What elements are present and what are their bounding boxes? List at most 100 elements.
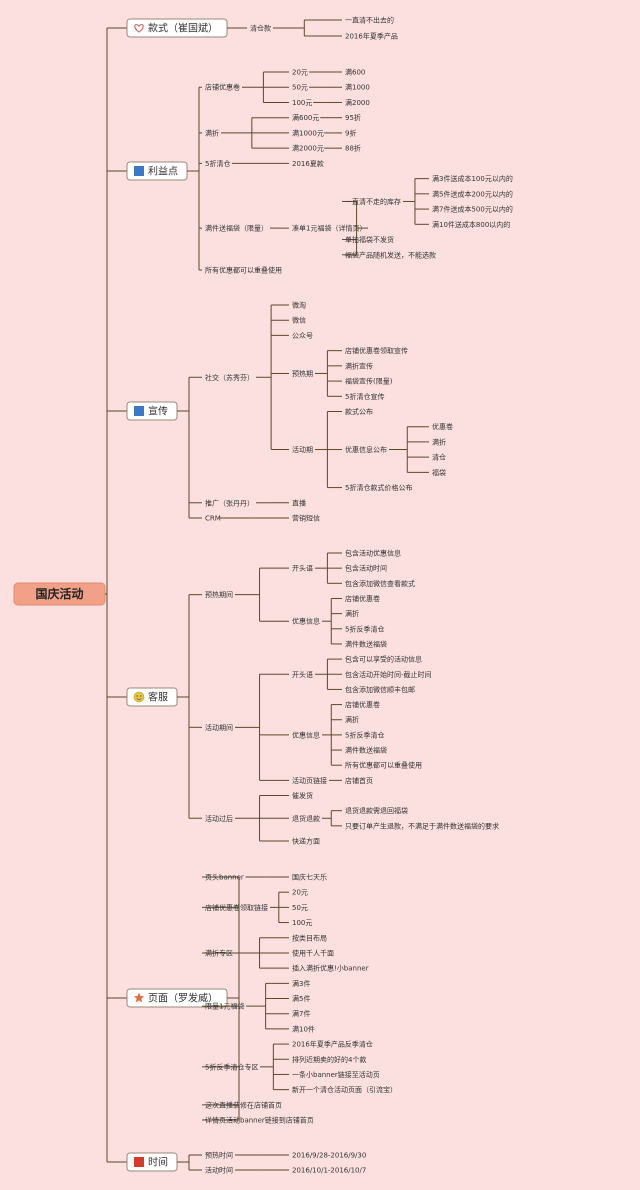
- topic-label[interactable]: 包含添加微信顺丰包邮: [345, 685, 415, 694]
- topic-label[interactable]: 满3件: [292, 979, 310, 988]
- topic-label[interactable]: 催发货: [292, 791, 313, 800]
- topic-label[interactable]: 5折清仓款式价格公布: [345, 483, 412, 492]
- topic-label[interactable]: 5折清仓: [205, 159, 230, 168]
- topic-label[interactable]: 社交（苏秀芬）: [205, 373, 254, 382]
- topic-label[interactable]: 满600: [345, 68, 365, 77]
- topic-label[interactable]: 满折: [432, 437, 446, 446]
- topic-label[interactable]: 开头语: [292, 670, 313, 679]
- topic-label[interactable]: 满3件送成本100元以内的: [432, 174, 513, 183]
- topic-label[interactable]: 满件数送福袋: [345, 746, 387, 755]
- topic-label[interactable]: 2016年夏季产品: [345, 32, 398, 41]
- topic-label[interactable]: 按类目布局: [292, 933, 327, 942]
- category-node[interactable]: 宣传: [126, 401, 178, 421]
- topic-label[interactable]: 微淘: [292, 301, 306, 310]
- topic-label[interactable]: 微信: [292, 316, 306, 325]
- topic-label[interactable]: 满折专区: [205, 948, 233, 957]
- topic-label[interactable]: 详情页活动banner链接到店铺首页: [205, 1116, 314, 1125]
- category-node[interactable]: 客服: [126, 687, 178, 707]
- topic-label[interactable]: 88折: [345, 144, 361, 153]
- topic-label[interactable]: 5折反季清仓: [345, 624, 384, 633]
- topic-label[interactable]: 满1000: [345, 83, 370, 92]
- topic-label[interactable]: 一条小banner链接至活动页: [292, 1070, 380, 1079]
- topic-label[interactable]: 满折宣传: [345, 361, 373, 370]
- topic-label[interactable]: 20元: [292, 889, 308, 897]
- root-topic[interactable]: 国庆活动: [13, 582, 106, 606]
- topic-label[interactable]: 满7件: [292, 1009, 310, 1018]
- topic-label[interactable]: 包含添加微信查看款式: [345, 579, 415, 588]
- topic-label[interactable]: 满7件送成本500元以内的: [432, 205, 513, 214]
- topic-label[interactable]: 预热时间: [205, 1151, 233, 1160]
- topic-label[interactable]: 新开一个清仓活动页面（引流宝）: [292, 1085, 397, 1094]
- topic-label[interactable]: 只要订单产生退款，不满足于满件数送福袋的要求: [345, 821, 499, 830]
- topic-label[interactable]: 满2000: [345, 98, 370, 107]
- topic-label[interactable]: 插入满折优惠!小banner: [292, 964, 369, 973]
- topic-label[interactable]: 开头语: [292, 564, 313, 573]
- topic-label[interactable]: 活动时间: [205, 1166, 233, 1175]
- topic-label[interactable]: 店铺优惠卷: [345, 700, 380, 709]
- topic-label[interactable]: 一直清不出去的: [345, 16, 394, 25]
- topic-label[interactable]: 福袋: [432, 468, 446, 477]
- topic-label[interactable]: 所有优惠都可以重叠使用: [345, 761, 422, 770]
- topic-label[interactable]: 100元: [292, 919, 312, 927]
- topic-label[interactable]: 活动过后: [205, 814, 233, 823]
- topic-label[interactable]: 店铺首页: [345, 776, 373, 785]
- topic-label[interactable]: 退货退款需退回福袋: [345, 806, 408, 815]
- topic-label[interactable]: 满1000元: [292, 128, 324, 137]
- topic-label[interactable]: 5折清仓宣传: [345, 392, 384, 401]
- topic-label[interactable]: 单拍福袋不发货: [345, 235, 394, 244]
- topic-label[interactable]: 满件送福袋（限量）: [205, 224, 268, 233]
- topic-label[interactable]: 这次直播装修在店铺首页: [205, 1100, 282, 1109]
- topic-label[interactable]: 满5件: [292, 994, 310, 1003]
- category-node[interactable]: 利益点: [126, 161, 188, 181]
- topic-label[interactable]: 福袋宣传(限量): [345, 377, 393, 386]
- topic-label[interactable]: 95折: [345, 113, 361, 122]
- topic-label[interactable]: 100元: [292, 99, 312, 107]
- topic-label[interactable]: 营销短信: [292, 514, 320, 523]
- topic-label[interactable]: 5折反季清仓专区: [205, 1062, 258, 1071]
- category-node[interactable]: 款式（崔国斌）: [126, 18, 228, 38]
- category-node[interactable]: 页面（罗发威）: [126, 988, 228, 1008]
- topic-label[interactable]: 使用千人千面: [292, 948, 334, 957]
- topic-label[interactable]: 退货退款: [292, 814, 320, 823]
- topic-label[interactable]: 店铺优惠卷: [345, 594, 380, 603]
- topic-label[interactable]: 包含活动优惠信息: [345, 549, 401, 558]
- topic-label[interactable]: 优惠信息公布: [345, 445, 387, 454]
- topic-label[interactable]: 一直清不走的库存: [345, 197, 401, 206]
- topic-label[interactable]: 2016夏款: [292, 159, 324, 168]
- topic-label[interactable]: 满件数送福袋: [345, 639, 387, 648]
- topic-label[interactable]: 满600元: [292, 113, 319, 122]
- topic-label[interactable]: 2016年夏季产品反季清仓: [292, 1040, 373, 1049]
- topic-label[interactable]: 国庆七天乐: [292, 873, 327, 882]
- topic-label[interactable]: 包含活动时间: [345, 564, 387, 573]
- topic-label[interactable]: 满10件: [292, 1024, 315, 1033]
- topic-label[interactable]: 活动页链接: [292, 776, 327, 785]
- topic-label[interactable]: 包含活动开始时间-截止时间: [345, 670, 432, 679]
- topic-label[interactable]: 推广（张丹丹）: [205, 498, 254, 507]
- topic-label[interactable]: 页头banner: [205, 873, 244, 882]
- topic-label[interactable]: 所有优惠都可以重叠使用: [205, 266, 282, 275]
- topic-label[interactable]: 50元: [292, 84, 308, 92]
- topic-label[interactable]: 排列近期卖的好的4个款: [292, 1055, 366, 1064]
- topic-label[interactable]: 活动期间: [205, 723, 233, 732]
- topic-label[interactable]: 包含可以享受的活动信息: [345, 655, 422, 664]
- topic-label[interactable]: 清仓: [432, 453, 446, 462]
- topic-label[interactable]: 满折: [205, 128, 219, 137]
- topic-label[interactable]: 款式公布: [345, 407, 373, 416]
- topic-label[interactable]: 快递方面: [292, 837, 320, 846]
- topic-label[interactable]: 预热期: [292, 369, 313, 378]
- topic-label[interactable]: 店铺优惠卷: [205, 83, 240, 92]
- topic-label[interactable]: 直播: [292, 498, 306, 507]
- topic-label[interactable]: 满折: [345, 609, 359, 618]
- topic-label[interactable]: 凑单1元福袋（详情页）: [292, 224, 366, 233]
- topic-label[interactable]: 2016/10/1-2016/10/7: [292, 1167, 366, 1175]
- topic-label[interactable]: 满5件送成本200元以内的: [432, 189, 513, 198]
- topic-label[interactable]: 公众号: [292, 332, 313, 340]
- topic-label[interactable]: 福袋产品随机发送，不能选款: [345, 250, 436, 259]
- topic-label[interactable]: 满折: [345, 715, 359, 724]
- topic-label[interactable]: 20元: [292, 69, 308, 77]
- category-node[interactable]: 时间: [126, 1152, 178, 1172]
- topic-label[interactable]: 店铺优惠卷领取宣传: [345, 346, 408, 355]
- topic-label[interactable]: 预热期间: [205, 590, 233, 599]
- topic-label[interactable]: 优惠信息: [292, 617, 320, 626]
- topic-label[interactable]: 50元: [292, 904, 308, 912]
